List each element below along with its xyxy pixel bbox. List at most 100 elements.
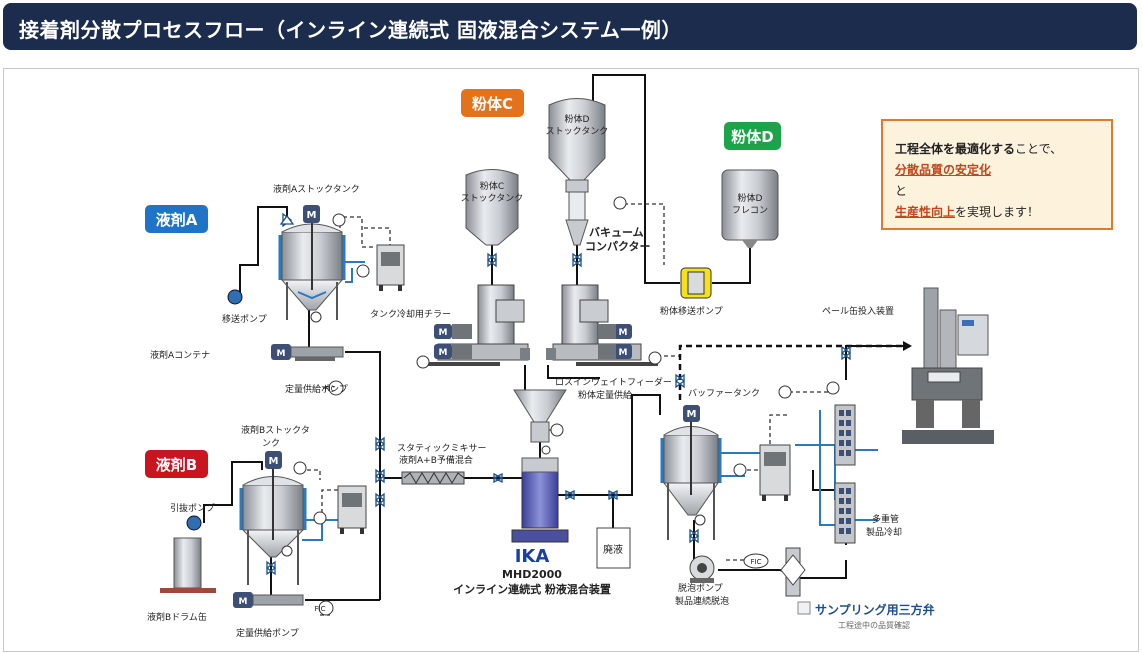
label-stock-d-1: 粉体D — [565, 113, 590, 125]
label-container-a: 液剤Aコンテナ — [150, 349, 210, 361]
motor-icon: M — [303, 205, 320, 223]
multi-tube-cooler-1 — [834, 404, 856, 466]
label-fic-b: FIC — [315, 605, 326, 613]
dosing-pump-a: M — [271, 344, 344, 361]
callout-line-2: 分散品質の安定化 — [895, 163, 992, 177]
defoam-pump — [689, 555, 715, 583]
gauge-icon — [281, 461, 334, 616]
label-vacuum-1: バキューム — [589, 226, 644, 239]
dosing-pump-b: M — [233, 592, 304, 608]
liquid-a-stock-tank — [278, 215, 346, 320]
badge-powder-c: 粉体C — [461, 89, 524, 117]
label-dosing-pump-a: 定量供給ポンプ — [285, 383, 348, 395]
callout-box: 工程全体を最適化することで、 分散品質の安定化 と 生産性向上を実現します！ — [881, 119, 1113, 230]
powder-d-flecon — [721, 169, 779, 248]
label-tank-a: 液剤Aストックタンク — [273, 183, 360, 195]
label-stock-c-1: 粉体C — [480, 180, 504, 192]
chiller-c — [759, 444, 791, 501]
gauge-icon — [310, 213, 370, 396]
ika-logo: IKA — [515, 546, 550, 567]
piping — [203, 74, 905, 601]
label-loss-in-weight-1: ロスインウェイトフィーダー — [555, 376, 672, 388]
label-drum-b: 液剤Bドラム缶 — [147, 611, 207, 623]
svg-text:M: M — [277, 349, 286, 359]
buffer-tank — [660, 418, 722, 540]
loss-in-weight-feeder-d — [546, 284, 658, 366]
title-bar: 接着剤分散プロセスフロー（インライン連続式 固液混合システム一例） — [3, 3, 1137, 50]
label-defoam-1: 脱泡ポンプ — [678, 582, 723, 594]
label-waste: 廃液 — [603, 543, 623, 556]
label-defoam-2: 製品連続脱泡 — [675, 595, 729, 607]
label-transfer-pump: 移送ポンプ — [222, 313, 267, 325]
loss-in-weight-feeder-c — [418, 284, 530, 366]
powder-transfer-pump — [680, 267, 712, 299]
gauge-icon — [416, 351, 662, 369]
svg-text:粉体C: 粉体C — [472, 95, 513, 113]
static-mixer — [401, 471, 465, 485]
multi-tube-cooler-2 — [834, 482, 856, 544]
gauge-icon — [613, 196, 627, 210]
svg-text:M: M — [439, 348, 448, 358]
svg-text:M: M — [439, 328, 448, 338]
motor-icon: M — [265, 451, 282, 469]
label-sampling-note: 工程途中の品質確認 — [838, 620, 910, 630]
svg-text:M: M — [239, 597, 248, 607]
label-fic-a: FIC — [325, 385, 336, 393]
chiller-b — [337, 485, 367, 534]
motor-icon: M M M M — [439, 328, 628, 358]
callout-line-3: と — [895, 184, 908, 198]
label-flecon-2: フレコン — [732, 206, 768, 216]
powder-c-stock-tank — [465, 169, 519, 246]
label-buffer-tank: バッファータンク — [688, 388, 760, 399]
label-dosing-pump-b: 定量供給ポンプ — [236, 627, 299, 639]
label-tank-b-1: 液剤Bストックタ — [241, 424, 310, 436]
page-title: 接着剤分散プロセスフロー（インライン連続式 固液混合システム一例） — [19, 18, 682, 42]
label-powder-transfer-pump: 粉体移送ポンプ — [660, 305, 723, 317]
extract-pump-icon — [186, 515, 202, 531]
vacuum-compactor — [565, 179, 589, 246]
svg-text:粉体D: 粉体D — [731, 128, 773, 146]
svg-text:M: M — [269, 456, 279, 467]
callout-line-4: 生産性向上を実現します！ — [895, 205, 1040, 219]
label-flecon-1: 粉体D — [738, 192, 763, 204]
motor-icon: M — [683, 405, 700, 422]
valve-icon — [265, 212, 852, 576]
label-chiller: タンク冷却用チラー — [370, 308, 451, 320]
label-mhd-1: MHD2000 — [502, 568, 562, 581]
fic-indicator — [743, 553, 769, 569]
transfer-pump-icon — [227, 289, 243, 305]
label-tank-b-2: ンク — [262, 438, 280, 449]
label-extract-pump: 引抜ポンプ — [170, 502, 215, 514]
label-static-mixer-1: スタティックミキサー — [397, 443, 486, 454]
badge-liquid-a: 液剤A — [145, 205, 208, 233]
badge-liquid-b: 液剤B — [145, 450, 208, 478]
gauge-icon — [694, 381, 840, 526]
liquid-b-stock-tank — [239, 465, 307, 585]
control-signal-lines — [300, 203, 835, 616]
svg-text:M: M — [619, 328, 628, 338]
svg-text:液剤A: 液剤A — [156, 211, 198, 229]
svg-text:M: M — [687, 409, 697, 420]
pail-loader — [902, 287, 994, 444]
label-sampling-valve: サンプリング用三方弁 — [815, 602, 935, 617]
label-stock-c-2: ストックタンク — [461, 193, 524, 204]
chiller-a — [376, 244, 405, 291]
label-mhd-2: インライン連続式 粉液混合装置 — [453, 582, 611, 596]
sampling-three-way-valve — [780, 547, 811, 615]
label-fic-c: FIC — [751, 558, 762, 566]
svg-text:M: M — [619, 348, 628, 358]
label-pail-loader: ペール缶投入装置 — [822, 305, 894, 317]
return-lines — [678, 344, 910, 400]
label-multi-tube-2: 製品冷却 — [866, 526, 902, 538]
label-multi-tube-1: 多重管 — [872, 513, 899, 525]
label-loss-in-weight-2: 粉体定量供給 — [578, 389, 632, 401]
mhd2000-mixer — [511, 389, 569, 543]
svg-text:M: M — [307, 210, 317, 221]
label-static-mixer-2: 液剤A+B予備混合 — [399, 454, 473, 466]
callout-line-1: 工程全体を最適化することで、 — [895, 142, 1063, 156]
arrow-to-pail-loader — [903, 341, 912, 351]
label-vacuum-2: コンパクター — [585, 240, 651, 253]
liquid-b-drum — [160, 537, 216, 593]
waste-container — [596, 527, 631, 569]
